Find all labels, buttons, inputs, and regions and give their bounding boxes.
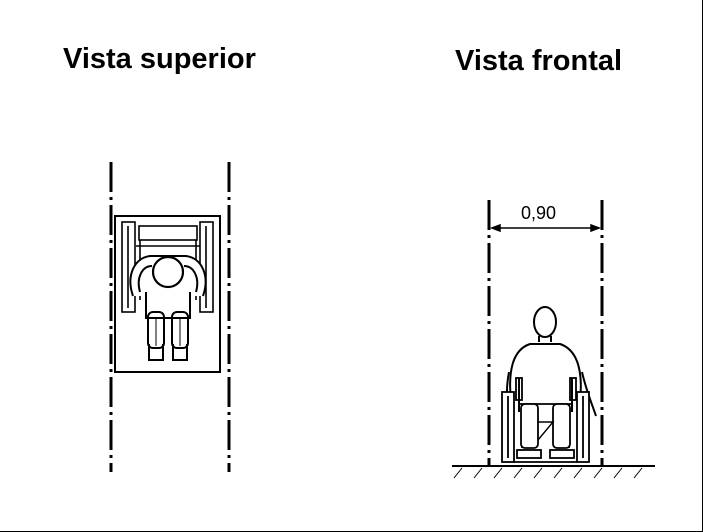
front-view-title: Vista frontal — [455, 45, 623, 77]
wheelchair-footprint — [114, 215, 221, 373]
dimension-width-label: 0,90 — [521, 203, 557, 223]
top-view-title: Vista superior — [63, 43, 256, 75]
dimension-line — [489, 223, 602, 233]
top-view — [109, 162, 231, 472]
person-top — [129, 255, 207, 361]
floor-hatching — [453, 467, 643, 479]
front-view — [452, 200, 655, 479]
wheelchair-front — [501, 377, 590, 463]
